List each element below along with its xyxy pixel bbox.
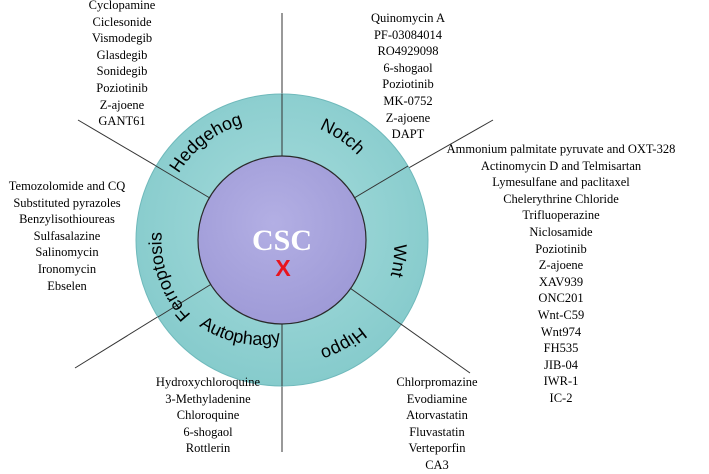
wnt-inhibitor-item: Z-ajoene	[538, 258, 584, 273]
notch-inhibitor-item: MK-0752	[383, 93, 433, 108]
wnt-inhibitor-item: Wnt-C59	[537, 307, 585, 322]
ferroptosis-inhibitor-item: Salinomycin	[35, 245, 99, 260]
wnt-inhibitor-item: IWR-1	[543, 374, 579, 389]
notch-inhibitor-item: Poziotinib	[382, 77, 434, 92]
notch-inhibitor-item: RO4929098	[377, 44, 439, 59]
ferroptosis-inhibitor-item: Ironomycin	[37, 261, 97, 276]
wnt-inhibitor-item: Trifluoperazine	[522, 208, 600, 223]
hippo-inhibitor-item: Chlorpromazine	[396, 375, 478, 389]
hippo-inhibitor-item: Atorvastatin	[406, 408, 468, 423]
autophagy-inhibitor-item: 6-shogaol	[183, 424, 233, 439]
hedgehog-inhibitor-item: Sonidegib	[96, 64, 148, 79]
wnt-inhibitor-item: Ammonium palmitate pyruvate and OXT-328	[446, 142, 676, 156]
hedgehog-inhibitor-item: Glasdegib	[96, 47, 148, 62]
hedgehog-inhibitor-item: Poziotinib	[96, 80, 148, 95]
ferroptosis-inhibitor-item: Ebselen	[47, 278, 87, 293]
notch-inhibitor-item: DAPT	[391, 127, 425, 142]
ferroptosis-inhibitor-item: Temozolomide and CQ	[8, 179, 126, 193]
notch-inhibitor-item: PF-03084014	[373, 27, 443, 42]
wnt-inhibitor-item: Lymesulfane and paclitaxel	[492, 175, 630, 190]
wnt-inhibitor-item: Wnt974	[540, 324, 582, 339]
autophagy-inhibitor-item: Chloroquine	[176, 408, 240, 423]
notch-inhibitor-item: Z-ajoene	[385, 110, 431, 125]
ferroptosis-inhibitor-item: Sulfasalazine	[33, 228, 101, 243]
notch-inhibitor-item: 6-shogaol	[383, 60, 433, 75]
autophagy-inhibitor-item: Rottlerin	[185, 441, 231, 456]
ferroptosis-inhibitor-item: Substituted pyrazoles	[13, 195, 121, 210]
hippo-inhibitor-item: Fluvastatin	[409, 424, 465, 439]
wnt-inhibitor-item: Actinomycin D and Telmisartan	[480, 158, 642, 173]
ferroptosis-inhibitor-item: Benzylisothioureas	[19, 212, 115, 227]
hippo-inhibitor-item: Evodiamine	[406, 391, 468, 406]
wnt-inhibitor-item: XAV939	[538, 274, 584, 289]
hedgehog-inhibitor-item: Vismodegib	[91, 31, 153, 46]
autophagy-inhibitor-item: Hydroxychloroquine	[155, 375, 261, 389]
inner-circle	[197, 155, 367, 325]
wnt-inhibitor-item: FH535	[543, 341, 579, 356]
autophagy-inhibitor-item: 3-Methyladenine	[165, 391, 251, 406]
x-mark-icon: X	[275, 255, 291, 281]
hedgehog-inhibitor-item: GANT61	[98, 114, 146, 129]
hippo-inhibitor-item: CA3	[425, 457, 449, 472]
hippo-inhibitor-item: Verteporfin	[408, 441, 466, 456]
wnt-inhibitor-item: IC-2	[549, 390, 573, 405]
wnt-inhibitor-item: Niclosamide	[529, 224, 593, 239]
wnt-inhibitor-item: JIB-04	[543, 357, 579, 372]
hedgehog-inhibitor-item: Ciclesonide	[92, 14, 152, 29]
wnt-inhibitor-item: ONC201	[538, 291, 584, 306]
hedgehog-inhibitor-item: Z-ajoene	[99, 97, 145, 112]
notch-inhibitor-item: Quinomycin A	[371, 11, 445, 25]
wnt-inhibitor-item: Chelerythrine Chloride	[503, 191, 619, 206]
wnt-inhibitor-item: Poziotinib	[535, 241, 587, 256]
hedgehog-inhibitor-item: Cyclopamine	[88, 0, 156, 12]
ferroptosis-inhibitor-list: Temozolomide and CQ Substituted pyrazoles…	[0, 178, 134, 294]
center-label: CSC	[252, 224, 312, 257]
